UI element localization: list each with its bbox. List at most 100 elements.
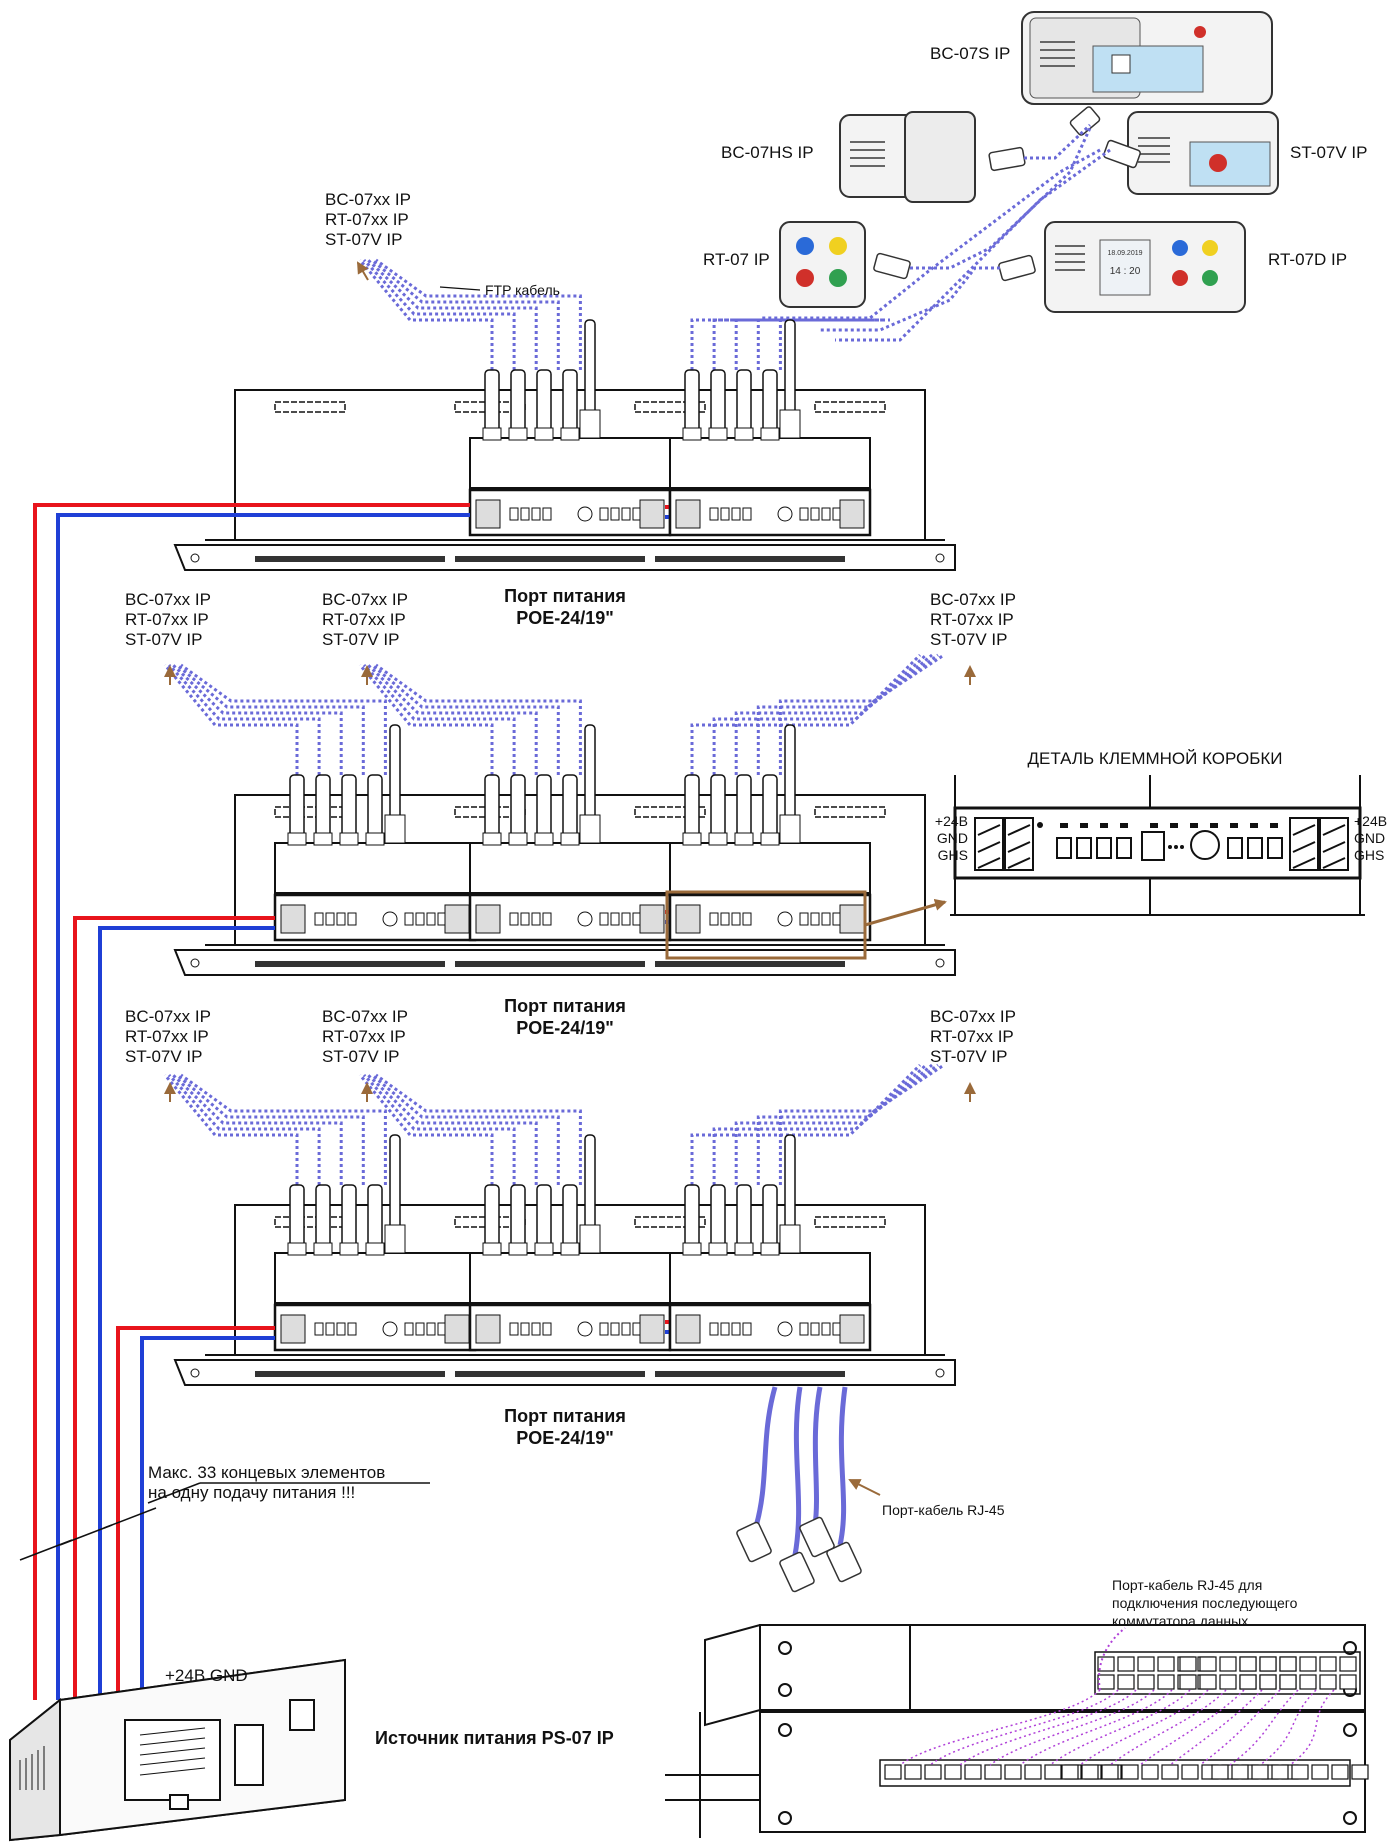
module-contact	[325, 1322, 335, 1336]
switch-port	[1157, 1656, 1175, 1672]
endpoint-label-4-line2: RT-07xx IP	[125, 1027, 209, 1046]
ftp-strand	[778, 318, 858, 370]
switch-port	[1339, 1674, 1357, 1690]
detail-left-terminal-plus: +24B	[935, 813, 968, 829]
ftp-strand	[176, 663, 365, 775]
module-contact	[742, 507, 752, 521]
switch-port	[1141, 1764, 1159, 1780]
poe-panel-1	[173, 319, 956, 571]
plus-wire-panel-2	[73, 916, 275, 1700]
label-rt07: RT-07 IP	[703, 250, 770, 269]
module-contact	[709, 1322, 719, 1336]
ftp-strand	[712, 1063, 928, 1185]
ftp-strand	[778, 653, 945, 775]
poe-module-2	[468, 724, 675, 942]
module-contact	[720, 507, 730, 521]
detail-right-terminal-plus: +24B	[1354, 813, 1387, 829]
switch-port	[1117, 1656, 1135, 1672]
module-contact	[821, 912, 831, 926]
antenna-base	[779, 814, 801, 844]
switch-port	[1219, 1674, 1237, 1690]
patch-link	[1259, 1689, 1317, 1766]
connector-base	[482, 832, 502, 846]
power-port-3-line1: Порт питания	[504, 1406, 626, 1426]
module-upper	[469, 1252, 671, 1304]
module-contact	[509, 912, 519, 926]
rj45-plugs-bottom	[736, 1516, 862, 1593]
module-contact	[520, 912, 530, 926]
device-rt07	[779, 221, 866, 308]
module-contact	[314, 1322, 324, 1336]
module-contact	[325, 912, 335, 926]
module-contact	[509, 507, 519, 521]
module-contact	[415, 912, 425, 926]
switch-port	[1097, 1656, 1115, 1672]
endpoint-label-1-line3: ST-07V IP	[125, 630, 202, 649]
ftp-cable-bundles	[163, 258, 945, 1185]
gnd-wire-panel-3	[140, 1336, 275, 1700]
switch-port	[1121, 1764, 1139, 1780]
power-port-1-line2: POE-24/19"	[516, 608, 614, 628]
endpoint-label-2-line3: ST-07V IP	[322, 630, 399, 649]
connector-base	[682, 427, 702, 441]
switch-port	[1339, 1656, 1357, 1672]
rt07d-display-time: 14 : 20	[1110, 266, 1141, 277]
switch-port	[1024, 1764, 1042, 1780]
panel-decoration	[634, 1216, 706, 1228]
module-contact	[542, 912, 552, 926]
module-led	[777, 911, 793, 927]
plus-wire-panel-3	[116, 1326, 275, 1700]
switch-port	[1251, 1764, 1269, 1780]
connector-base	[482, 427, 502, 441]
switch-port-frame	[1094, 1651, 1361, 1695]
switch-port	[1157, 1674, 1175, 1690]
module-terminal-right	[839, 1314, 865, 1344]
module-contact	[426, 912, 436, 926]
module-terminal-right	[444, 1314, 470, 1344]
switch-port	[1299, 1674, 1317, 1690]
connector-base	[534, 832, 554, 846]
module-terminal-right	[839, 499, 865, 529]
switch-port	[1351, 1764, 1369, 1780]
module-led	[577, 506, 593, 522]
panel-decoration	[634, 401, 706, 413]
connector-base	[287, 1242, 307, 1256]
power-port-1-line1: Порт питания	[504, 586, 626, 606]
panel-decoration	[814, 806, 886, 818]
device-bc07hs	[839, 111, 976, 203]
endpoint-label-2-line2: RT-07xx IP	[322, 610, 406, 629]
rack-hole	[935, 958, 945, 968]
module-terminal-right	[444, 904, 470, 934]
patch-link	[1169, 1689, 1263, 1766]
module-led	[577, 1321, 593, 1337]
poe-module-1	[468, 319, 675, 537]
module-led	[777, 506, 793, 522]
module-contact	[336, 912, 346, 926]
module-contact	[821, 1322, 831, 1336]
module-contact	[720, 1322, 730, 1336]
module-contact	[799, 507, 809, 521]
patch-link	[989, 1689, 1155, 1766]
patch-link	[1139, 1689, 1245, 1766]
detail-right-terminal-ghs: GHS	[1354, 847, 1384, 863]
plus-wire-panel-1	[33, 503, 470, 1700]
connector-base	[313, 832, 333, 846]
patch-link	[1079, 1689, 1209, 1766]
module-contact	[742, 912, 752, 926]
label-st07v: ST-07V IP	[1290, 143, 1367, 162]
switch-port	[1231, 1764, 1249, 1780]
switch-port	[1161, 1764, 1179, 1780]
ftp-strand	[171, 1073, 343, 1185]
module-contact	[314, 912, 324, 926]
switch-port	[1097, 1674, 1115, 1690]
patch-link	[1019, 1689, 1173, 1766]
module-led	[577, 911, 593, 927]
module-terminal-left	[475, 904, 501, 934]
connector-base	[508, 832, 528, 846]
ftp-strand	[180, 1073, 387, 1185]
connector-base	[760, 1242, 780, 1256]
ftp-strand	[712, 653, 928, 775]
patch-link	[1049, 1689, 1191, 1766]
module-terminal-right	[639, 499, 665, 529]
